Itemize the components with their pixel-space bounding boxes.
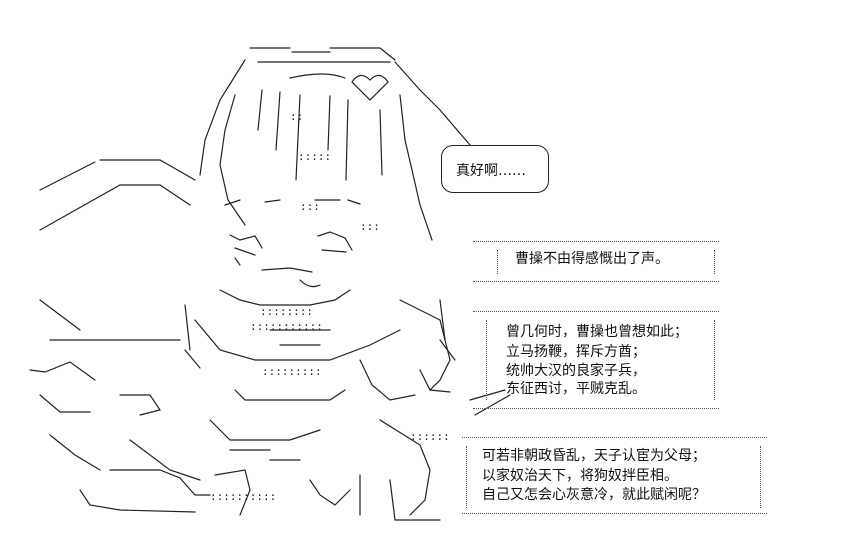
svg-text::::: ::: [360,220,380,233]
box2-bottom-border [473,408,719,409]
narration-line: 可若非朝政昏乱，天子认宦为父母； [482,448,706,464]
left-eye [229,234,263,256]
narration-line: 以家奴治天下，将狗奴拌臣相。 [482,468,678,484]
face-right [399,94,433,241]
hair-arc [289,73,346,79]
right-eye [317,231,353,253]
svg-text:::: :: [290,110,303,123]
box3-top-border [462,437,767,438]
narration-line: 东征西讨，平贼克乱。 [506,381,646,397]
narration-line: 统帅大汉的良家子兵， [506,363,646,379]
mouth [261,267,313,273]
svg-text::::::::::: ::::::::: [262,365,322,378]
box2-top-border [473,311,719,312]
svg-text::::: ::: [300,200,320,213]
box1-right-border [714,250,715,274]
svg-text::::::: ::::: [298,150,331,163]
head-right [394,61,471,146]
hat-outline [249,47,396,61]
narration-line: 曹操不由得感慨出了声。 [515,251,669,267]
box2-right-border [714,320,715,400]
svg-text:::::::: :::::: [410,430,450,443]
box2-left-border [486,320,487,400]
narration-line: 自己又怎会心灰意冷，就此赋闲呢？ [482,487,706,503]
svg-text:::::::::: :::::::: [260,305,313,318]
face-left [219,94,246,226]
box1-left-border [497,250,498,274]
box3-left-border [466,446,467,508]
svg-text::::::::::::: ::::::::::: [250,320,323,333]
box1-top-border [473,241,719,242]
svg-text:::::::::::: :::::::::: [210,490,276,503]
speech-bubble: 真好啊…… [441,145,549,193]
narration-line: 曾几何时，曹操也曾想如此； [506,324,688,340]
narration-line: 立马扬鞭，挥斥方酋； [506,344,646,360]
box3-bottom-border [462,513,767,514]
box1-bottom-border [473,281,719,282]
head-left [199,59,246,176]
speech-bubble-text: 真好啊…… [456,163,526,179]
box3-right-border [760,446,761,508]
ornament [351,74,389,101]
